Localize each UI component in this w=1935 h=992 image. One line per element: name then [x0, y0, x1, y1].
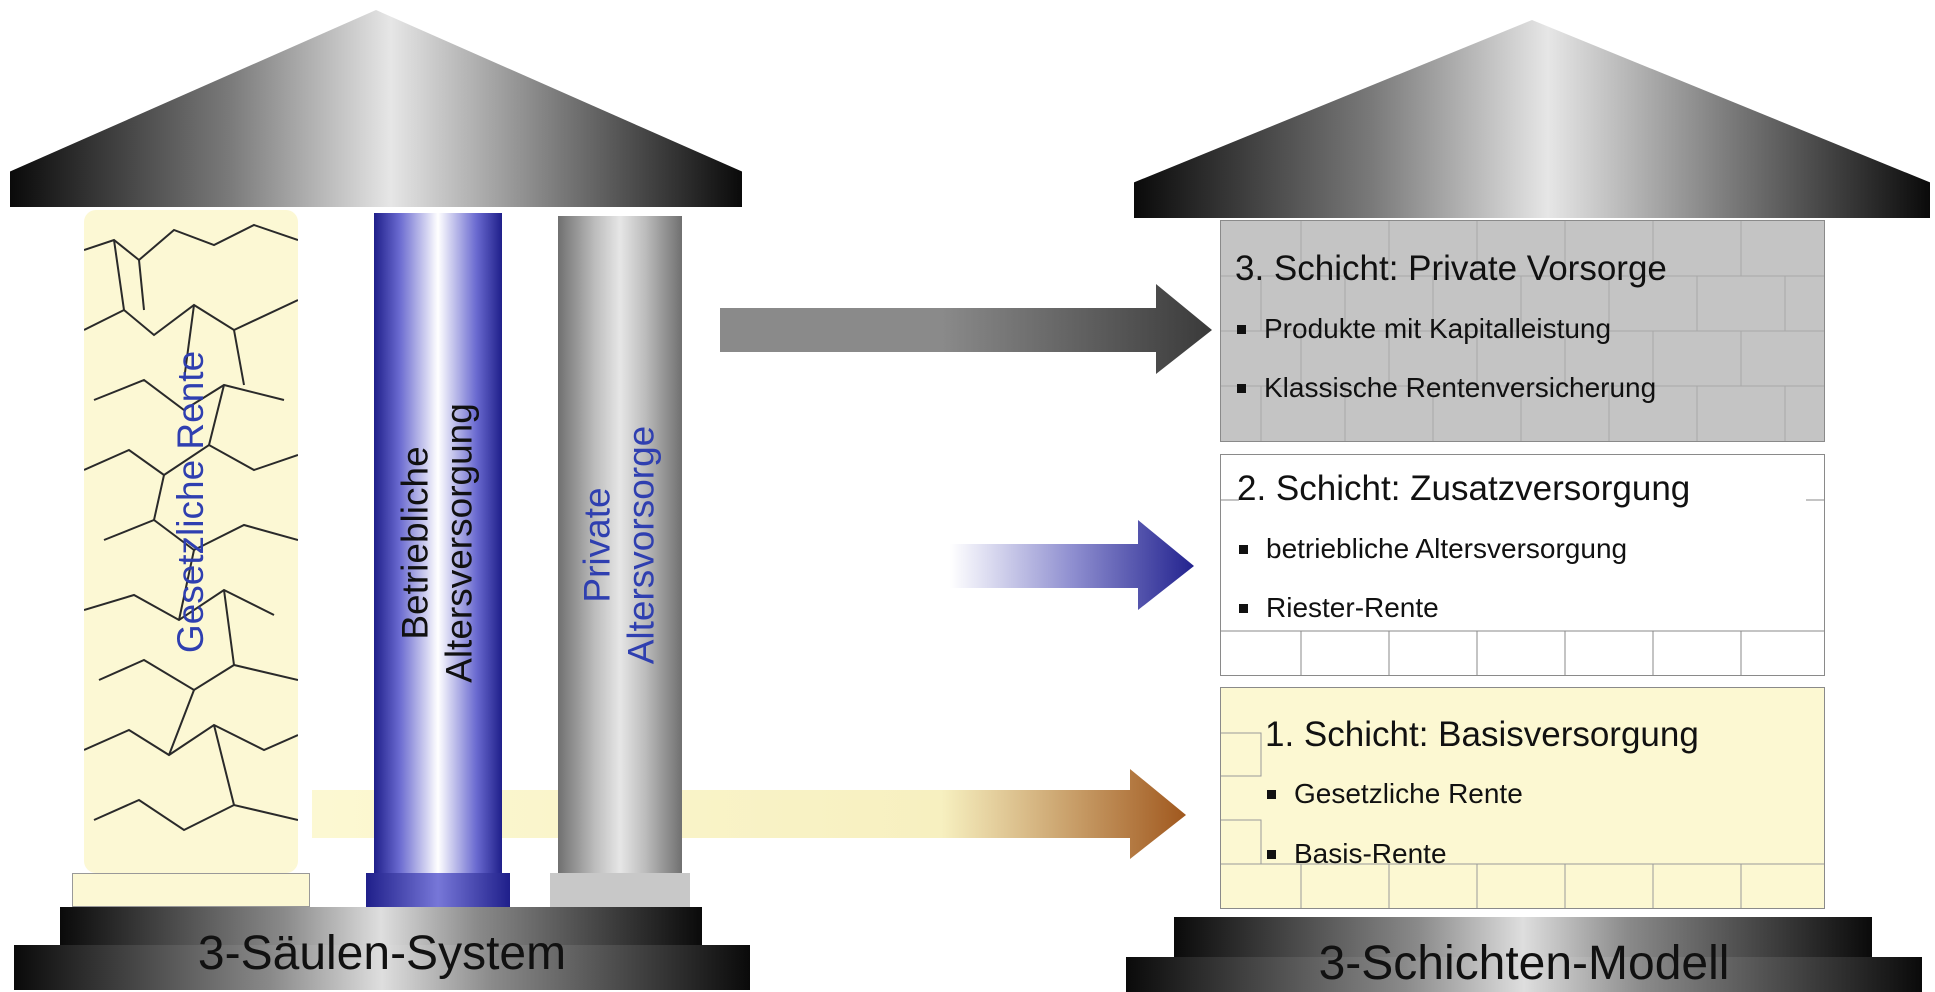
right-foundation-bottom [1126, 957, 1922, 992]
pillar-label: Private Altersvorsorge [576, 425, 665, 664]
layer-title: 1. Schicht: Basisversorgung [1265, 715, 1699, 754]
pillar-label-line-1: Private [576, 486, 618, 603]
layer-title: 3. Schicht: Private Vorsorge [1235, 249, 1667, 288]
arrow-to-layer-3 [720, 284, 1212, 374]
pillar-label: Betriebliche Altersversorgung [394, 403, 483, 683]
pillar-label-line-1: Betriebliche [394, 446, 436, 640]
layer-2-zusatzversorgung: 2. Schicht: Zusatzversorgung betrieblich… [1220, 454, 1825, 676]
left-foundation-top [60, 907, 702, 945]
pillar-2-overlay [374, 780, 502, 850]
bullet-icon [1237, 324, 1246, 334]
pillar-3-base [550, 873, 690, 907]
right-foundation-top [1174, 917, 1872, 957]
left-base-label: 3-Säulen-System [197, 927, 567, 980]
layer-1-basisversorgung: 1. Schicht: Basisversorgung Gesetzliche … [1220, 687, 1825, 909]
layer-title: 2. Schicht: Zusatzversorgung [1237, 469, 1691, 508]
pillar-2-base [366, 873, 510, 907]
arrow-to-layer-1 [312, 769, 1186, 859]
list-item: Basis-Rente [1267, 838, 1447, 870]
list-item: betriebliche Altersversorgung [1239, 533, 1627, 565]
bullet-icon [1239, 603, 1248, 613]
bullet-icon [1239, 544, 1248, 554]
pillar-betriebliche-altersversorgung: Betriebliche Altersversorgung [374, 213, 502, 873]
list-item: Gesetzliche Rente [1267, 778, 1523, 810]
list-item: Riester-Rente [1239, 592, 1439, 624]
layer-3-private-vorsorge: 3. Schicht: Private Vorsorge Produkte mi… [1220, 220, 1825, 442]
left-foundation-bottom [14, 945, 750, 990]
pillar-1-base [72, 873, 310, 907]
arrow-to-layer-2 [950, 520, 1194, 610]
brick-pattern [1221, 499, 1824, 675]
bullet-icon [1267, 849, 1276, 859]
pillar-label-line-2: Altersvorsorge [621, 425, 662, 664]
pillar-label: Gesetzliche Rente [169, 350, 211, 653]
bullet-icon [1237, 383, 1246, 393]
right-base-label: 3-Schichten-Modell [1318, 937, 1730, 990]
list-item: Klassische Rentenversicherung [1237, 372, 1656, 404]
list-item: Produkte mit Kapitalleistung [1237, 313, 1611, 345]
right-roof [1134, 20, 1930, 218]
brick-pattern [1221, 732, 1824, 908]
pillar-gesetzliche-rente: Gesetzliche Rente [84, 210, 298, 873]
pillar-private-altersvorsorge: Private Altersvorsorge [558, 216, 682, 873]
bullet-icon [1267, 789, 1276, 799]
crack-pattern [84, 223, 298, 832]
pillar-label-line-2: Altersversorgung [439, 403, 480, 683]
brick-pattern [1221, 221, 1824, 441]
pillar-3-overlay [558, 780, 682, 850]
left-roof [10, 10, 742, 207]
